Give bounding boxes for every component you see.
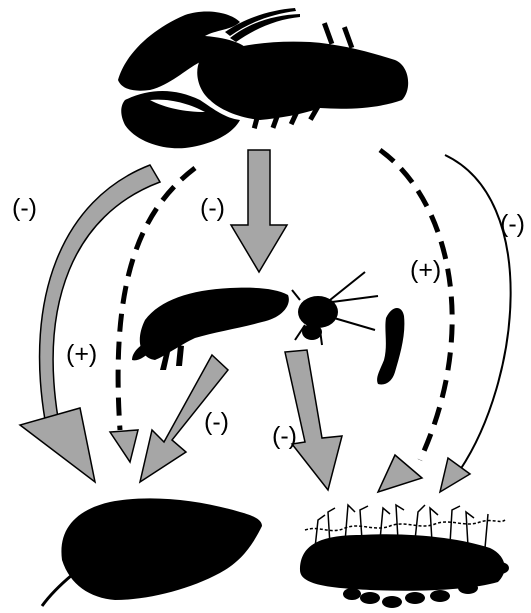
edge-label-crayfish-periphyton-thin: (-) [500, 212, 525, 237]
edge-label-invertebrates-periphyton: (-) [272, 424, 297, 449]
aquatic-insect-larvae-silhouette-icon [132, 272, 404, 385]
edge-label-crayfish-periphyton-dashed: (+) [410, 258, 441, 283]
crayfish-silhouette-icon [118, 8, 408, 148]
edge-label-crayfish-leaf-gray: (-) [12, 196, 37, 221]
edge-label-crayfish-invertebrates: (-) [200, 196, 225, 221]
edge-label-invertebrates-leaf: (-) [204, 410, 229, 435]
edge-crayfish-leaf-gray-arrow [20, 165, 160, 482]
edge-crayfish-periphyton-thin-arrow [440, 155, 511, 492]
algae-biofilm-icon [300, 505, 509, 608]
leaf-silhouette-icon [42, 498, 262, 606]
edge-crayfish-invertebrates-gray-arrow [231, 150, 287, 272]
edge-label-crayfish-leaf-dashed: (+) [66, 342, 97, 367]
edge-invertebrates-periphyton-gray-arrow [285, 350, 342, 490]
